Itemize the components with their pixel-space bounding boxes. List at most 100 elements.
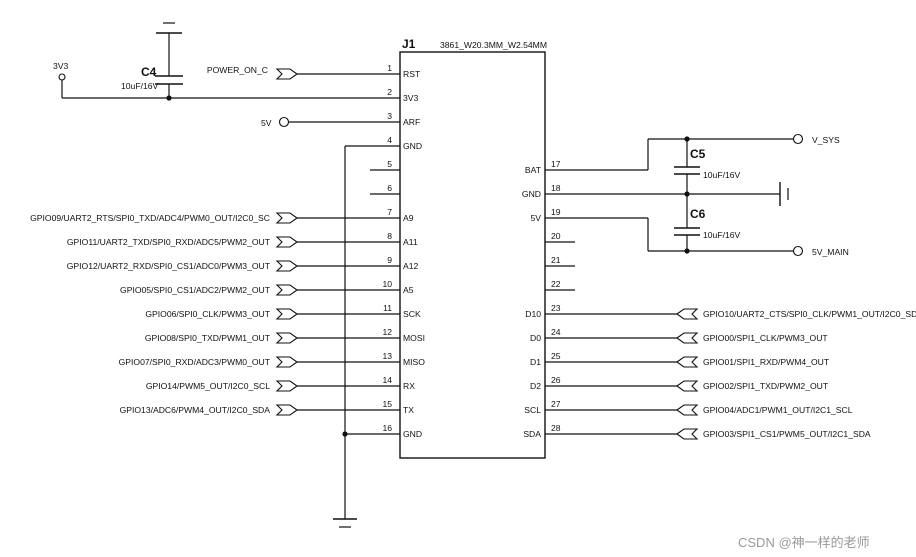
j1-pin-20: 20 bbox=[545, 231, 575, 243]
pin-number: 6 bbox=[387, 183, 392, 193]
net-label: GPIO08/SPI0_TXD/PWM1_OUT bbox=[145, 333, 271, 343]
3v3-terminal bbox=[58, 73, 66, 81]
pin-number: 4 bbox=[387, 135, 392, 145]
j1-ref: J1 bbox=[402, 37, 416, 51]
offpage-port bbox=[275, 332, 298, 344]
pin-name: RST bbox=[403, 69, 421, 79]
c6-capacitor: C6 10uF/16V bbox=[674, 194, 741, 251]
pin-number: 19 bbox=[551, 207, 561, 217]
pin-number: 2 bbox=[387, 87, 392, 97]
net-label: GPIO03/SPI1_CS1/PWM5_OUT/I2C1_SDA bbox=[703, 429, 871, 439]
pin-number: 28 bbox=[551, 423, 561, 433]
c4-ref: C4 bbox=[141, 65, 157, 79]
offpage-port bbox=[275, 404, 298, 416]
offpage-port bbox=[676, 356, 699, 368]
net-label: POWER_ON_C bbox=[207, 65, 268, 75]
offpage-port bbox=[275, 308, 298, 320]
net-label: GPIO10/UART2_CTS/SPI0_CLK/PWM1_OUT/I2C0_… bbox=[703, 309, 916, 319]
c5-value: 10uF/16V bbox=[703, 170, 741, 180]
pin-name: D10 bbox=[525, 309, 541, 319]
pin-number: 13 bbox=[382, 351, 392, 361]
net-label: GPIO02/SPI1_TXD/PWM2_OUT bbox=[703, 381, 829, 391]
offpage-port bbox=[676, 308, 699, 320]
offpage-port bbox=[275, 260, 298, 272]
pin-name: GND bbox=[403, 141, 422, 151]
pin-name: TX bbox=[403, 405, 414, 415]
pin-number: 12 bbox=[382, 327, 392, 337]
j1-footprint: 3861_W20.3MM_W2.54MM bbox=[440, 40, 547, 50]
offpage-port bbox=[275, 380, 298, 392]
c5-ref: C5 bbox=[690, 147, 706, 161]
pin-number: 22 bbox=[551, 279, 561, 289]
pin-number: 8 bbox=[387, 231, 392, 241]
watermark: CSDN @神一样的老师 bbox=[738, 535, 870, 550]
pin-name: BAT bbox=[525, 165, 542, 175]
label-5v: 5V bbox=[261, 118, 272, 128]
offpage-port bbox=[275, 212, 298, 224]
pin-number: 11 bbox=[383, 303, 392, 313]
ground-symbol-left bbox=[333, 518, 357, 528]
vsys-terminal bbox=[792, 133, 804, 145]
pin-name: A11 bbox=[403, 237, 418, 247]
net-label: GPIO09/UART2_RTS/SPI0_TXD/ADC4/PWM0_OUT/… bbox=[30, 213, 270, 223]
label-vsys: V_SYS bbox=[812, 135, 840, 145]
j1-pin-21: 21 bbox=[545, 255, 575, 267]
pin-number: 18 bbox=[551, 183, 561, 193]
pin-number: 21 bbox=[551, 255, 561, 265]
pin-name: A9 bbox=[403, 213, 414, 223]
pin-name: D2 bbox=[530, 381, 541, 391]
offpage-port bbox=[676, 428, 699, 440]
pin-name: SCL bbox=[524, 405, 541, 415]
pin-name: A12 bbox=[403, 261, 419, 271]
pin-number: 5 bbox=[387, 159, 392, 169]
net-label: GPIO12/UART2_RXD/SPI0_CS1/ADC0/PWM3_OUT bbox=[67, 261, 271, 271]
pin-number: 3 bbox=[387, 111, 392, 121]
pin-name: 3V3 bbox=[403, 93, 419, 103]
pin-number: 7 bbox=[387, 207, 392, 217]
offpage-port bbox=[275, 284, 298, 296]
pin-number: 10 bbox=[382, 279, 392, 289]
net-label: GPIO04/ADC1/PWM1_OUT/I2C1_SCL bbox=[703, 405, 853, 415]
pin-name: D0 bbox=[530, 333, 541, 343]
pin-name: D1 bbox=[530, 357, 541, 367]
pin-name: GND bbox=[403, 429, 422, 439]
pin-number: 23 bbox=[551, 303, 561, 313]
5v-terminal bbox=[278, 116, 290, 128]
ground-symbol-right bbox=[779, 182, 789, 206]
j1-pin-6: 6 bbox=[370, 183, 400, 195]
c5-capacitor: C5 10uF/16V bbox=[674, 139, 741, 194]
pin-name: RX bbox=[403, 381, 415, 391]
pin-name: SDA bbox=[523, 429, 541, 439]
pin-name: ARF bbox=[403, 117, 420, 127]
net-label: GPIO07/SPI0_RXD/ADC3/PWM0_OUT bbox=[119, 357, 271, 367]
net-label: GPIO11/UART2_TXD/SPI0_RXD/ADC5/PWM2_OUT bbox=[67, 237, 271, 247]
pin-number: 9 bbox=[387, 255, 392, 265]
net-label: GPIO14/PWM5_OUT/I2C0_SCL bbox=[146, 381, 270, 391]
pin-number: 24 bbox=[551, 327, 561, 337]
net-label: GPIO05/SPI0_CS1/ADC2/PWM2_OUT bbox=[120, 285, 271, 295]
offpage-port bbox=[676, 404, 699, 416]
offpage-port bbox=[676, 332, 699, 344]
pin-number: 1 bbox=[387, 63, 392, 73]
pin-number: 25 bbox=[551, 351, 561, 361]
net-label: GPIO01/SPI1_RXD/PWM4_OUT bbox=[703, 357, 830, 367]
c4-value: 10uF/16V bbox=[121, 81, 159, 91]
pin-name: SCK bbox=[403, 309, 421, 319]
